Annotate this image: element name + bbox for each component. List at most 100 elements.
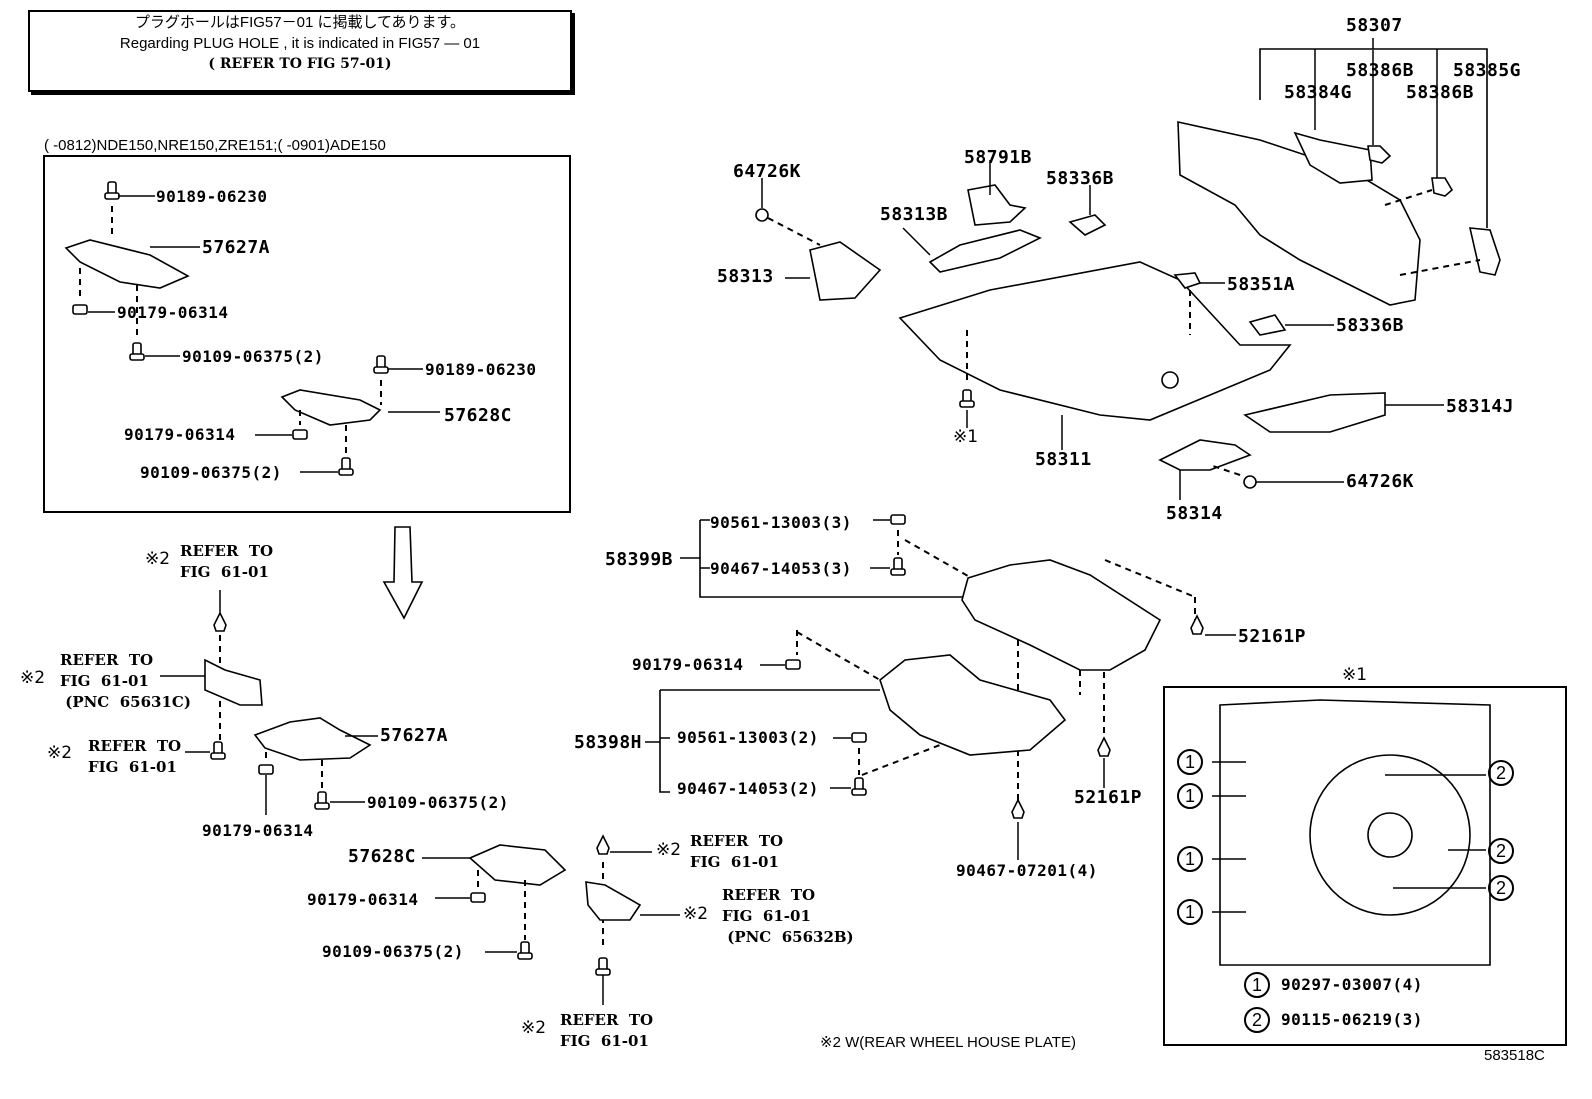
applicability-text: ( -0812)NDE150,NRE150,ZRE151;( -0901)ADE… xyxy=(44,137,386,154)
part-90115-06219[interactable]: 90115-06219(3) xyxy=(1281,1010,1423,1029)
refer-fig-61-01-link[interactable]: REFER TO FIG 61-01 (PNC 65632B) xyxy=(722,886,854,946)
part-90189-06230[interactable]: 90189-06230 xyxy=(156,187,268,206)
part-58398H[interactable]: 58398H xyxy=(574,732,643,753)
part-58313B-shape xyxy=(928,229,1042,273)
part-90179-06314[interactable]: 90179-06314 xyxy=(307,890,419,909)
bolt-icon xyxy=(129,353,145,361)
part-58791B[interactable]: 58791B xyxy=(964,147,1033,168)
figure-id: 583518C xyxy=(1484,1047,1545,1064)
part-58385G[interactable]: 58385G xyxy=(1453,60,1522,81)
part-58311[interactable]: 58311 xyxy=(1035,449,1092,470)
wheelhouse-plate-shape xyxy=(204,658,263,706)
part-90467-14053[interactable]: 90467-14053(3) xyxy=(710,559,852,578)
part-90179-06314[interactable]: 90179-06314 xyxy=(117,303,229,322)
part-57628C[interactable]: 57628C xyxy=(348,846,417,867)
grommet-icon xyxy=(890,514,906,525)
spare-tire-center xyxy=(1367,812,1413,858)
part-58386B[interactable]: 58386B xyxy=(1406,82,1475,103)
part-58336B[interactable]: 58336B xyxy=(1046,168,1115,189)
part-58336B[interactable]: 58336B xyxy=(1336,315,1405,336)
nut-icon xyxy=(890,568,906,576)
part-57628C[interactable]: 57628C xyxy=(444,405,513,426)
note-refer-link[interactable]: ( REFER TO FIG 57-01) xyxy=(208,56,392,72)
part-90467-07201[interactable]: 90467-07201(4) xyxy=(956,861,1098,880)
bracket-58398H xyxy=(659,690,670,793)
part-64726K[interactable]: 64726K xyxy=(733,161,802,182)
detail-inset-box xyxy=(1163,686,1567,1046)
nut-icon xyxy=(292,429,308,440)
part-90179-06314[interactable]: 90179-06314 xyxy=(124,425,236,444)
part-58386B[interactable]: 58386B xyxy=(1346,60,1415,81)
bracket-58399B xyxy=(699,520,965,598)
part-64726K[interactable]: 64726K xyxy=(1346,471,1415,492)
part-90109-06375[interactable]: 90109-06375(2) xyxy=(367,793,509,812)
dash xyxy=(796,631,881,681)
spare-tire-well xyxy=(1161,371,1179,389)
part-58314J-shape xyxy=(1243,392,1386,433)
bolt-icon xyxy=(314,802,330,810)
part-52161P[interactable]: 52161P xyxy=(1074,787,1143,808)
part-58314[interactable]: 58314 xyxy=(1166,503,1223,524)
part-58336B-shape xyxy=(1248,314,1287,336)
refer-fig-61-01-link[interactable]: REFER TO FIG 61-01 xyxy=(690,832,784,871)
part-90561-13003[interactable]: 90561-13003(3) xyxy=(710,513,852,532)
retainer-58386B-shape xyxy=(1367,145,1392,164)
note-mark-2: ※2 xyxy=(20,668,46,688)
part-90467-14053[interactable]: 90467-14053(2) xyxy=(677,779,819,798)
callout-1: 1 xyxy=(1177,749,1203,775)
part-58385G-shape xyxy=(1468,227,1501,276)
legend-callout-1: 1 xyxy=(1244,972,1270,998)
part-52161P[interactable]: 52161P xyxy=(1238,626,1307,647)
bracket-57627A-shape xyxy=(253,717,372,761)
part-90189-06230[interactable]: 90189-06230 xyxy=(425,360,537,379)
bolt-icon xyxy=(595,968,611,976)
plug-hole-note: プラグホールはFIG57－01 に掲載してあります。 Regarding PLU… xyxy=(28,10,572,92)
part-90109-06375[interactable]: 90109-06375(2) xyxy=(140,463,282,482)
bracket-57628C-shape xyxy=(280,389,382,426)
part-90297-03007[interactable]: 90297-03007(4) xyxy=(1281,975,1423,994)
refer-fig-61-01-link[interactable]: REFER TO FIG 61-01 xyxy=(560,1011,654,1050)
part-58384G[interactable]: 58384G xyxy=(1284,82,1353,103)
callout-2: 2 xyxy=(1488,875,1514,901)
part-58351A[interactable]: 58351A xyxy=(1227,274,1296,295)
grommet-icon xyxy=(851,732,867,743)
part-57627A[interactable]: 57627A xyxy=(202,237,271,258)
bolt-icon xyxy=(373,366,389,374)
part-58314J[interactable]: 58314J xyxy=(1446,396,1515,417)
bolt-icon xyxy=(210,752,226,760)
part-90561-13003[interactable]: 90561-13003(2) xyxy=(677,728,819,747)
note-mark-1: ※1 xyxy=(1342,665,1368,685)
callout-1: 1 xyxy=(1177,846,1203,872)
dash xyxy=(767,217,821,246)
clip-64726K-icon xyxy=(755,208,769,222)
down-arrow-icon xyxy=(382,526,424,620)
part-58313-shape xyxy=(809,241,882,301)
refer-fig-61-01-link[interactable]: REFER TO FIG 61-01 (PNC 65631C) xyxy=(60,651,191,711)
part-90179-06314[interactable]: 90179-06314 xyxy=(632,655,744,674)
part-58314-shape xyxy=(1158,439,1252,471)
part-90109-06375[interactable]: 90109-06375(2) xyxy=(322,942,464,961)
part-90179-06314[interactable]: 90179-06314 xyxy=(202,821,314,840)
clip-icon xyxy=(596,834,610,855)
part-57627A[interactable]: 57627A xyxy=(380,725,449,746)
leader-line xyxy=(902,227,931,256)
bolt-icon xyxy=(517,952,533,960)
part-58307[interactable]: 58307 xyxy=(1346,15,1403,36)
note-english: Regarding PLUG HOLE , it is indicated in… xyxy=(119,35,481,52)
refer-fig-61-01-link[interactable]: REFER TO FIG 61-01 xyxy=(180,542,274,581)
note-japanese: プラグホールはFIG57－01 に掲載してあります。 xyxy=(134,14,466,31)
nut-icon xyxy=(470,892,486,903)
refer-fig-61-01-link[interactable]: REFER TO FIG 61-01 xyxy=(88,737,182,776)
part-90109-06375[interactable]: 90109-06375(2) xyxy=(182,347,324,366)
nut-icon xyxy=(851,788,867,796)
model-inset-box xyxy=(43,155,571,513)
part-58313[interactable]: 58313 xyxy=(717,266,774,287)
callout-2: 2 xyxy=(1488,760,1514,786)
screw-icon xyxy=(959,400,975,408)
part-58384G-shape xyxy=(1293,131,1373,184)
bracket-57627A-shape xyxy=(64,239,190,289)
part-58399B[interactable]: 58399B xyxy=(605,549,674,570)
part-58313B[interactable]: 58313B xyxy=(880,204,949,225)
note-mark-2: ※2 xyxy=(683,904,709,924)
